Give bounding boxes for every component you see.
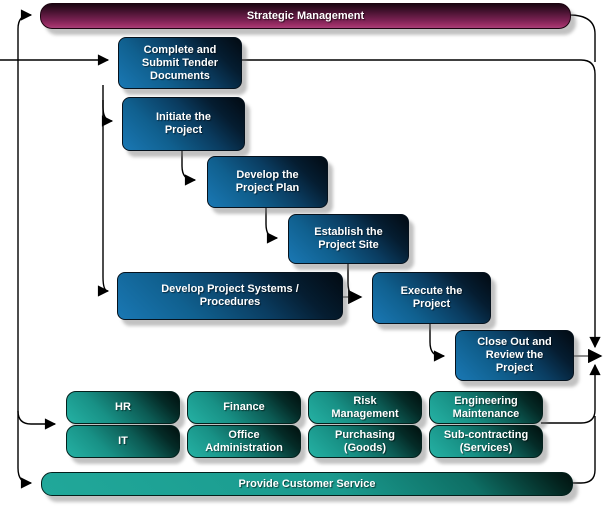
strategic-management-label: Strategic Management: [246, 10, 365, 22]
connector-execute-to-closeout: [429, 322, 446, 362]
process-box-establish-site: Establish the Project Site: [288, 214, 409, 264]
connector-left-to-customer: [17, 60, 33, 489]
process-box-label: Develop Project Systems / Procedures: [161, 283, 299, 308]
process-box-label: Initiate the Project: [155, 111, 211, 136]
provide-customer-service-bar: Provide Customer Service: [41, 472, 573, 496]
support-box-label: Finance: [223, 401, 265, 413]
support-box-it: IT: [66, 425, 180, 458]
process-box-label: Close Out and Review the Project: [477, 336, 552, 374]
connector-strategic-to-rail: [568, 14, 596, 62]
support-box-engineering-maintenance: Engineering Maintenance: [429, 391, 543, 424]
process-box-initiate-project: Initiate the Project: [122, 97, 245, 151]
support-box-hr: HR: [66, 391, 180, 424]
support-box-label: Engineering Maintenance: [452, 394, 520, 420]
process-box-label: Develop the Project Plan: [235, 169, 300, 194]
support-box-label: Purchasing (Goods): [335, 428, 395, 454]
support-box-office-administration: Office Administration: [187, 425, 301, 458]
connector-tender-to-junction: [240, 59, 601, 349]
provide-customer-service-label: Provide Customer Service: [238, 478, 376, 490]
connector-tender-to-initiate: [101, 85, 114, 127]
process-box-develop-systems: Develop Project Systems / Procedures: [117, 272, 343, 320]
support-box-risk-management: Risk Management: [308, 391, 422, 424]
connector-site-to-execute: [347, 262, 359, 298]
process-box-label: Establish the Project Site: [314, 226, 383, 251]
connector-left-to-strategic: [17, 9, 33, 60]
connector-support-to-junction: [541, 363, 601, 424]
process-box-complete-tender: Complete and Submit Tender Documents: [118, 37, 242, 89]
support-box-label: Sub-contracting (Services): [443, 428, 529, 454]
process-box-execute-project: Execute the Project: [372, 272, 491, 324]
process-box-label: Execute the Project: [400, 285, 463, 310]
support-box-subcontracting-services: Sub-contracting (Services): [429, 425, 543, 458]
connector-left-to-support: [17, 410, 57, 430]
connector-tender-to-systems: [97, 100, 110, 297]
process-box-develop-plan: Develop the Project Plan: [207, 156, 328, 208]
support-box-label: IT: [118, 435, 128, 447]
process-box-close-out: Close Out and Review the Project: [455, 330, 574, 381]
support-box-label: Office Administration: [205, 428, 283, 454]
support-box-finance: Finance: [187, 391, 301, 424]
support-box-label: Risk Management: [331, 394, 399, 420]
support-box-purchasing-goods: Purchasing (Goods): [308, 425, 422, 458]
connector-plan-to-site: [265, 206, 279, 244]
process-box-label: Complete and Submit Tender Documents: [141, 43, 219, 82]
strategic-management-bar: Strategic Management: [40, 3, 571, 29]
connector-customer-to-rail: [571, 416, 596, 484]
connector-initiate-to-plan: [181, 149, 197, 186]
support-box-label: HR: [115, 401, 131, 413]
